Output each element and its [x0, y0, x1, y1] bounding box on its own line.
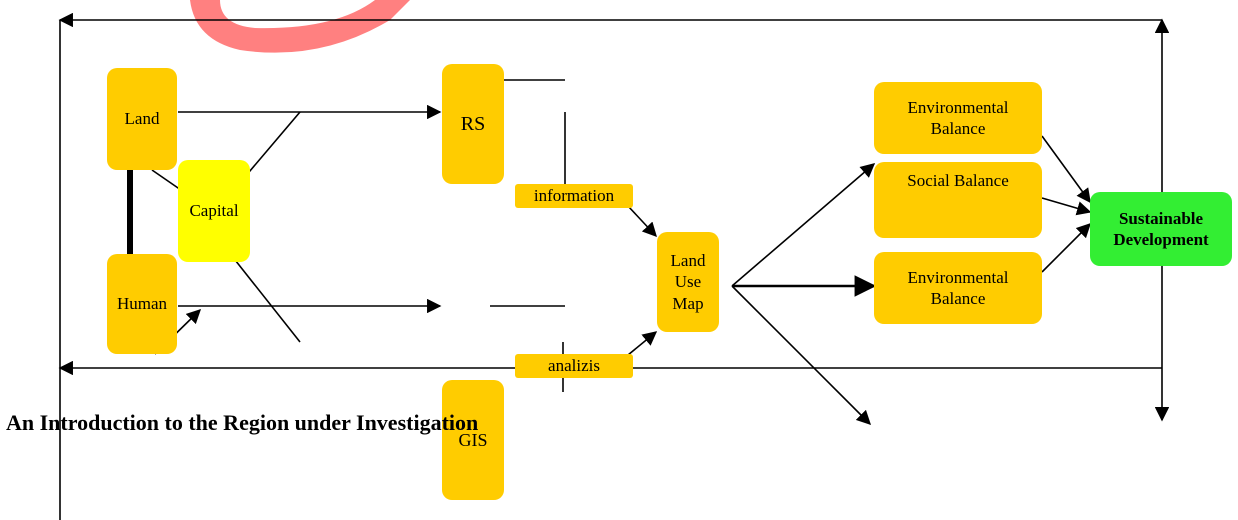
sustainable-development-box: Sustainable Development	[1090, 192, 1232, 266]
social-balance-box: Social Balance	[874, 162, 1042, 238]
environmental-balance-top-box: Environmental Balance	[874, 82, 1042, 154]
env-bottom-to-sustainable-arrow	[1041, 222, 1092, 273]
social-to-sustainable-arrow	[1041, 197, 1092, 216]
land-use-map-box: Land Use Map	[657, 232, 719, 332]
rs-box: RS	[442, 64, 504, 184]
env-top-to-sustainable-arrow	[1041, 135, 1091, 204]
section-heading: An Introduction to the Region under Inve…	[6, 410, 479, 435]
map-to-lower-arrow	[731, 285, 872, 426]
environmental-balance-bottom-box: Environmental Balance	[874, 252, 1042, 324]
analizis-to-map-arrow	[627, 331, 658, 356]
human-box: Human	[107, 254, 177, 354]
land-box: Land	[107, 68, 177, 170]
analizis-label: analizis	[515, 354, 633, 378]
gis-box: GIS	[442, 380, 504, 500]
capital-box: Capital	[178, 160, 250, 262]
map-to-social-arrow	[731, 163, 876, 287]
information-to-map-arrow	[627, 205, 657, 238]
information-label: information	[515, 184, 633, 208]
